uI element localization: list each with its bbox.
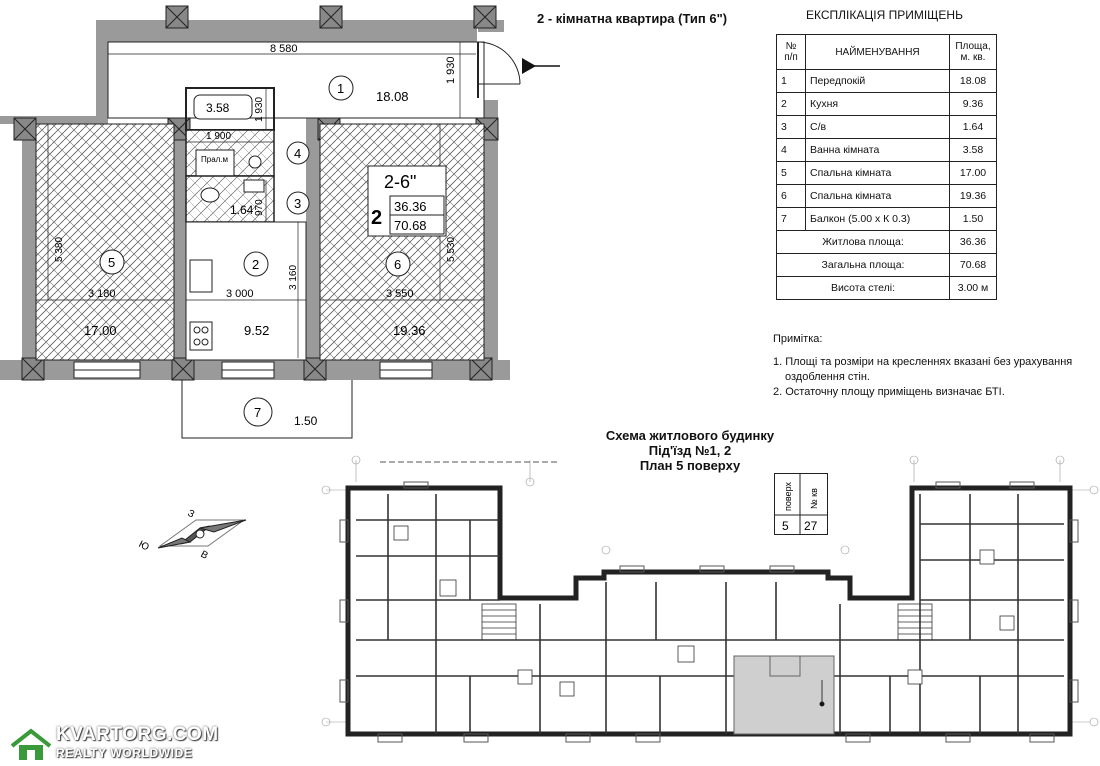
- stairwell: [481, 603, 933, 641]
- wall-left-step: [0, 116, 108, 124]
- dim-bath-depth: 1 930: [254, 97, 265, 122]
- house-logo-icon: [10, 728, 52, 760]
- apt-value: 27: [804, 519, 818, 533]
- summary-height: Висота стелі:3.00 м: [776, 276, 997, 300]
- dim-room5-height: 5 380: [54, 237, 65, 262]
- explication-title: ЕКСПЛІКАЦІЯ ПРИМІЩЕНЬ: [806, 8, 963, 22]
- room-6-floor: [319, 123, 485, 361]
- wall-top: [96, 20, 476, 42]
- dim-room6-width: 3 550: [386, 288, 414, 300]
- wall-left-top: [96, 20, 108, 120]
- floor-apartment-table: поверх № кв 5 27: [774, 473, 828, 535]
- compass-v: В: [199, 549, 210, 562]
- scheme-entrance: Під'їзд №1, 2: [648, 443, 732, 458]
- room-1-area: 18.08: [376, 89, 409, 104]
- room-7-area: 1.50: [294, 414, 318, 428]
- room-5-floor: [35, 123, 175, 361]
- room-5-number: 5: [108, 255, 115, 270]
- toilet-icon: [200, 187, 220, 203]
- notes-title: Примітка:: [773, 333, 823, 345]
- room-2-area: 9.52: [244, 323, 269, 338]
- dim-room6-height: 5 530: [446, 237, 457, 262]
- compass-yu: Ю: [137, 539, 151, 553]
- wall-right: [484, 120, 498, 360]
- apt-header: № кв: [809, 488, 819, 509]
- room-4-number: 4: [294, 146, 301, 161]
- room-3-area: 1.64: [230, 203, 254, 217]
- building-scheme: [321, 455, 1099, 743]
- balcony-7: [181, 380, 353, 439]
- wall-left: [22, 124, 36, 364]
- dim-room5-width: 3 180: [88, 288, 116, 300]
- plan-title: 2 - кімнатна квартира (Тип 6"): [537, 11, 728, 26]
- header-num: № п/п: [776, 34, 806, 70]
- bathtub-icon: [193, 94, 253, 120]
- room-3-number: 3: [294, 196, 301, 211]
- building-outline: [345, 485, 1073, 737]
- room-1-number: 1: [337, 81, 344, 96]
- summary-total: Загальна площа:70.68: [776, 253, 997, 277]
- watermark-line2: REALTY WORLDWIDE: [56, 746, 193, 760]
- room-2-number: 2: [252, 257, 259, 272]
- type-badge: [367, 165, 447, 237]
- floor-header: поверх: [783, 482, 793, 511]
- header-name: НАЙМЕНУВАННЯ: [805, 34, 950, 70]
- notes: Примітка: 1. Площі та розміри на креслен…: [773, 332, 1072, 400]
- scheme-title: Схема житлового будинку Під'їзд №1, 2 Пл…: [560, 428, 820, 473]
- watermark-line1: KVARTORG.COM: [56, 724, 219, 745]
- table-header: № п/п НАЙМЕНУВАННЯ Площа, м. кв.: [776, 34, 997, 70]
- dim-corridor-depth: 1 930: [445, 56, 457, 84]
- room-5-area: 17.00: [84, 323, 117, 338]
- room-6-area: 19.36: [393, 323, 426, 338]
- floor-value: 5: [782, 519, 789, 533]
- compass-z: З: [186, 508, 197, 521]
- header-area: Площа, м. кв.: [949, 34, 997, 70]
- compass-rose: [157, 519, 247, 549]
- dim-bath-width: 1 900: [206, 131, 231, 142]
- rooms-count: 2: [371, 207, 382, 229]
- note-line: 1. Площі та розміри на кресленнях вказан…: [773, 356, 1073, 368]
- wall-inner-1: [174, 124, 186, 360]
- badge-living-area: 36.36: [394, 199, 427, 214]
- note-line: 2. Остаточну площу приміщень визначає БТ…: [773, 386, 1005, 398]
- room-7-number: 7: [254, 405, 261, 420]
- room-6-number: 6: [394, 257, 401, 272]
- room-4-area: 3.58: [206, 101, 230, 115]
- scheme-title-line: Схема житлового будинку: [605, 428, 775, 443]
- type-mark: 2-6": [384, 172, 416, 192]
- dim-top-width: 8 580: [270, 43, 298, 55]
- summary-living: Житлова площа:36.36: [776, 230, 997, 254]
- kitchen-sink-icon: [189, 259, 213, 293]
- badge-total-area: 70.68: [394, 218, 427, 233]
- dim-wc-depth: 970: [254, 199, 265, 216]
- stove-icon: [189, 321, 213, 351]
- dim-kitchen-width: 3 000: [226, 288, 254, 300]
- entry-door-swing: [477, 41, 521, 85]
- dim-kitchen-depth: 3 160: [288, 265, 299, 290]
- window: [73, 361, 433, 379]
- wall-inner-2: [306, 118, 320, 360]
- scheme-floor-plan: План 5 поверху: [639, 458, 741, 473]
- apartment-plan: 8 580 1 930 1 900 1 930 970 5 380 5 530 …: [0, 5, 560, 439]
- sink-icon: [248, 155, 262, 169]
- note-line: оздоблення стін.: [785, 371, 870, 383]
- washer-label: Прал.м: [201, 155, 228, 164]
